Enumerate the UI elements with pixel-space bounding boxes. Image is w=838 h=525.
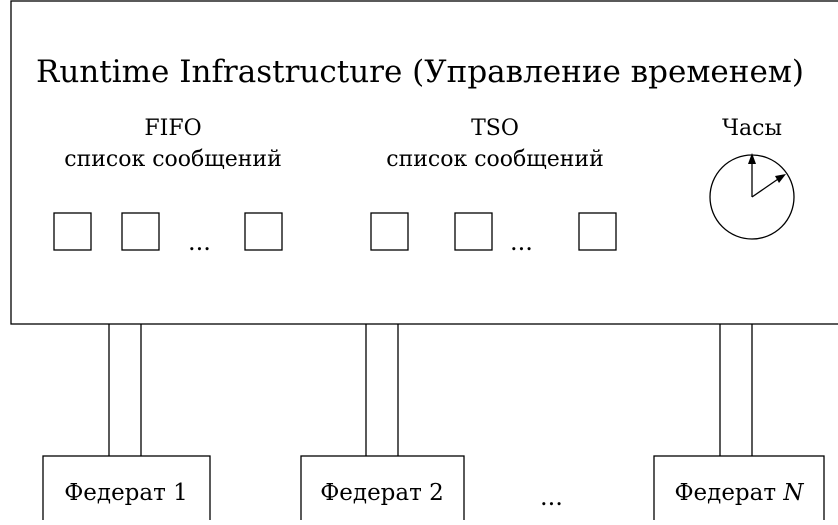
fifo-message-slot <box>121 212 160 251</box>
federate-n-label: Федерат N <box>674 480 804 506</box>
federates-ellipsis: ... <box>540 483 563 511</box>
connector-federate-n <box>719 324 753 456</box>
connector-federate-1 <box>108 324 142 456</box>
tso-message-slot <box>454 212 493 251</box>
federate-n: Федерат N <box>653 455 825 525</box>
tso-message-slot <box>370 212 409 251</box>
fifo-label: FIFO <box>144 116 201 141</box>
fifo-message-queue: ... <box>53 212 283 256</box>
tso-label: TSO <box>471 116 519 141</box>
tso-message-queue: ... <box>370 212 617 256</box>
federate-1-label: Федерат 1 <box>64 480 188 506</box>
fifo-message-slot <box>244 212 283 251</box>
tso-sublabel: список сообщений <box>386 147 603 172</box>
connector-federate-2 <box>365 324 399 456</box>
federate-2: Федерат 2 <box>300 455 465 525</box>
federate-2-label: Федерат 2 <box>320 480 444 506</box>
rti-box <box>10 0 838 325</box>
fifo-sublabel: список сообщений <box>64 147 281 172</box>
fifo-ellipsis: ... <box>188 228 211 256</box>
rti-title: Runtime Infrastructure (Управление време… <box>36 54 804 90</box>
fifo-message-slot <box>53 212 92 251</box>
tso-message-slot <box>578 212 617 251</box>
tso-ellipsis: ... <box>510 228 533 256</box>
clock-icon <box>709 153 795 240</box>
clock-label: Часы <box>722 116 782 141</box>
federate-1: Федерат 1 <box>42 455 211 525</box>
